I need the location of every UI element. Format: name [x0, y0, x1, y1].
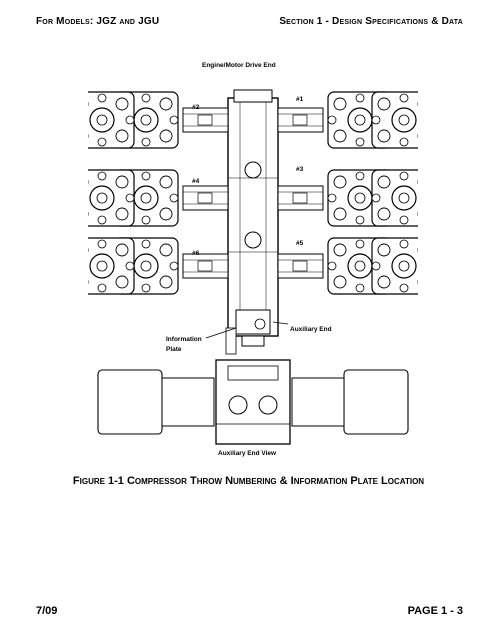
- footer-page-number: PAGE 1 - 3: [407, 605, 463, 617]
- compressor-figure: Engine/Motor Drive End #2 #1 #4 #3 #6 #5…: [69, 60, 437, 460]
- throw-5-label: #5: [296, 240, 304, 247]
- throw-3-label: #3: [296, 166, 304, 173]
- aux-end-view-label: Auxiliary End View: [218, 450, 277, 457]
- header-models: For Models: JGZ and JGU: [36, 16, 160, 27]
- throw-2-label: #2: [192, 104, 200, 111]
- aux-end-label: Auxiliary End: [290, 326, 332, 333]
- footer-date: 7/09: [36, 605, 58, 617]
- header-section: Section 1 - Design Specifications & Data: [279, 16, 463, 27]
- compressor-drawing: [69, 89, 437, 445]
- engine-end-label: Engine/Motor Drive End: [202, 62, 276, 69]
- throw-6-label: #6: [192, 250, 200, 257]
- throw-4-label: #4: [192, 178, 200, 185]
- info-plate-label-line2: Plate: [166, 346, 182, 353]
- throw-1-label: #1: [296, 96, 304, 103]
- info-plate-label-line1: Information: [166, 336, 202, 343]
- figure-caption: Figure 1-1 Compressor Throw Numbering & …: [72, 475, 425, 487]
